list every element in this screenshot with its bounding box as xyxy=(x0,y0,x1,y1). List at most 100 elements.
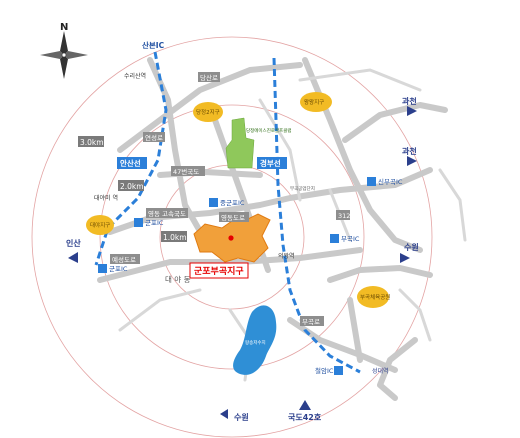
arrow-icon xyxy=(400,253,410,263)
distance-2km: 2.0km xyxy=(120,182,144,191)
gyeongbu-rail-line xyxy=(272,57,361,374)
road-label: 예성도로 xyxy=(112,255,136,264)
road-label-bg xyxy=(198,72,220,82)
district-daeya-label: 대야지구 xyxy=(90,221,110,229)
district-dangjeong-label: 당정2지구 xyxy=(196,108,220,116)
distance-2km-bg xyxy=(118,180,144,191)
district-dangjeong xyxy=(193,102,223,122)
road-label-bg xyxy=(146,208,188,218)
distance-3km-bg xyxy=(78,136,104,147)
golf-club-area xyxy=(225,117,255,169)
distance-labels: 3.0km 2.0km 1.0km xyxy=(78,136,187,242)
ic-badge xyxy=(367,177,376,186)
ansan-line-badge xyxy=(117,157,147,169)
ansan-line-label: 안산선 xyxy=(120,158,141,168)
station-uiwang: 의왕역 xyxy=(278,252,295,260)
station-suriseon: 수리산역 xyxy=(124,72,146,80)
direction-gwacheon-1: 과천 xyxy=(402,96,417,106)
direction-suwon-south: 수원 xyxy=(234,412,249,422)
direction-labels: 과천 과천 인산 수원 수원 국도42호 성대역 xyxy=(66,96,419,422)
compass-needle-south xyxy=(60,55,68,79)
distance-3km: 3.0km xyxy=(80,138,104,147)
site-label: 군포부곡지구 xyxy=(194,265,244,277)
road-segment xyxy=(398,288,432,342)
district-labels: 당정2지구 왕왕지구 대야지구 부곡체육공원 xyxy=(90,98,390,301)
compass-needle-north xyxy=(60,31,68,55)
road-label-bg xyxy=(143,132,165,142)
road-label: 당산로 xyxy=(200,73,218,82)
district-uiwang xyxy=(300,92,332,112)
road-label: 부곡로 xyxy=(302,318,320,326)
ring-2km xyxy=(99,104,365,370)
direction-ansan: 인산 xyxy=(66,238,81,248)
road-labels: 당산로 연성로 47번국도 영동 고속국도 영동도로 예성도로 312 부곡로 xyxy=(112,73,350,326)
ic-labels: 산본IC 중군포IC 군포IC 군포IC 부곡IC 신부곡IC 철암IC xyxy=(109,40,403,375)
compass-rose-icon xyxy=(40,31,88,79)
lake-label: 왕송저수지 xyxy=(245,339,266,346)
road-segment xyxy=(302,57,423,253)
complex-label: 부곡공업단지 xyxy=(290,185,315,192)
arrow-icon xyxy=(407,106,417,116)
ic-label-cheolsan: 철암IC xyxy=(315,366,334,375)
gyeongbu-line-badge xyxy=(257,157,287,169)
road-label-bg xyxy=(219,212,249,222)
compass-needle-east xyxy=(64,51,88,59)
district-uiwang-label: 왕왕지구 xyxy=(304,98,324,106)
direction-route42: 국도42호 xyxy=(288,412,322,422)
arrow-icon xyxy=(68,252,78,263)
ic-label-bugok: 부곡IC xyxy=(341,235,360,243)
arrow-icon xyxy=(220,409,228,419)
road-label-bg xyxy=(336,210,350,220)
road-segment xyxy=(97,247,363,283)
compass-north-label: N xyxy=(60,22,68,33)
direction-arrows xyxy=(68,106,417,419)
compass-needle-west xyxy=(40,51,64,59)
ic-label-gunpo2: 군포IC xyxy=(109,265,128,273)
road-label: 영동 고속국도 xyxy=(148,209,186,218)
site-center-icon xyxy=(228,235,234,241)
compass-center xyxy=(61,52,67,58)
ansan-rail-line xyxy=(94,51,168,266)
ring-3km xyxy=(31,36,433,438)
road-label: 영동도로 xyxy=(221,213,245,222)
road-segment xyxy=(342,102,448,143)
direction-suwon-east: 수원 xyxy=(404,242,419,252)
district-daeya xyxy=(86,215,114,235)
road-label-bg xyxy=(171,166,205,176)
ic-badge xyxy=(134,218,143,227)
ic-badge xyxy=(330,234,339,243)
wangsong-lake xyxy=(233,305,277,375)
ic-badge xyxy=(98,264,107,273)
distance-1km-bg xyxy=(161,231,187,242)
golf-club-label: 당정에이스진로골프클럽 xyxy=(246,127,292,134)
road-label-bg xyxy=(110,254,140,264)
road-segment xyxy=(438,168,467,242)
station-labels: 수리산역 대야미 역 의왕역 대 야 동 xyxy=(94,72,295,284)
ic-label-sinbugok: 신부곡IC xyxy=(378,177,403,186)
district-sports xyxy=(357,286,389,308)
road-label: 312 xyxy=(338,212,350,220)
ic-badge xyxy=(334,366,343,375)
direction-gwacheon-2: 과천 xyxy=(402,146,417,156)
ic-label-sanbon: 산본IC xyxy=(142,40,165,50)
road-segment xyxy=(377,337,418,401)
road-segment xyxy=(118,288,202,332)
ic-label-jungumpo: 중군포IC xyxy=(220,199,245,207)
site-label-box xyxy=(189,262,249,279)
ic-badge xyxy=(209,198,218,207)
direction-seongdae: 성대역 xyxy=(372,367,389,375)
road-label: 47번국도 xyxy=(173,167,199,176)
road-label-boxes xyxy=(110,72,350,326)
station-daeyami: 대야미 역 xyxy=(94,194,118,202)
road-segment xyxy=(327,265,433,283)
ic-label-gunpo: 군포IC xyxy=(145,219,164,227)
distance-1km: 1.0km xyxy=(163,233,187,242)
road-segment xyxy=(258,98,302,202)
ic-badges xyxy=(98,177,376,375)
arrow-icon xyxy=(407,156,417,166)
area-daeyadong: 대 야 동 xyxy=(165,274,191,284)
road-label: 연성로 xyxy=(145,133,163,142)
road-network xyxy=(97,57,448,401)
road-label-bg xyxy=(300,316,324,326)
